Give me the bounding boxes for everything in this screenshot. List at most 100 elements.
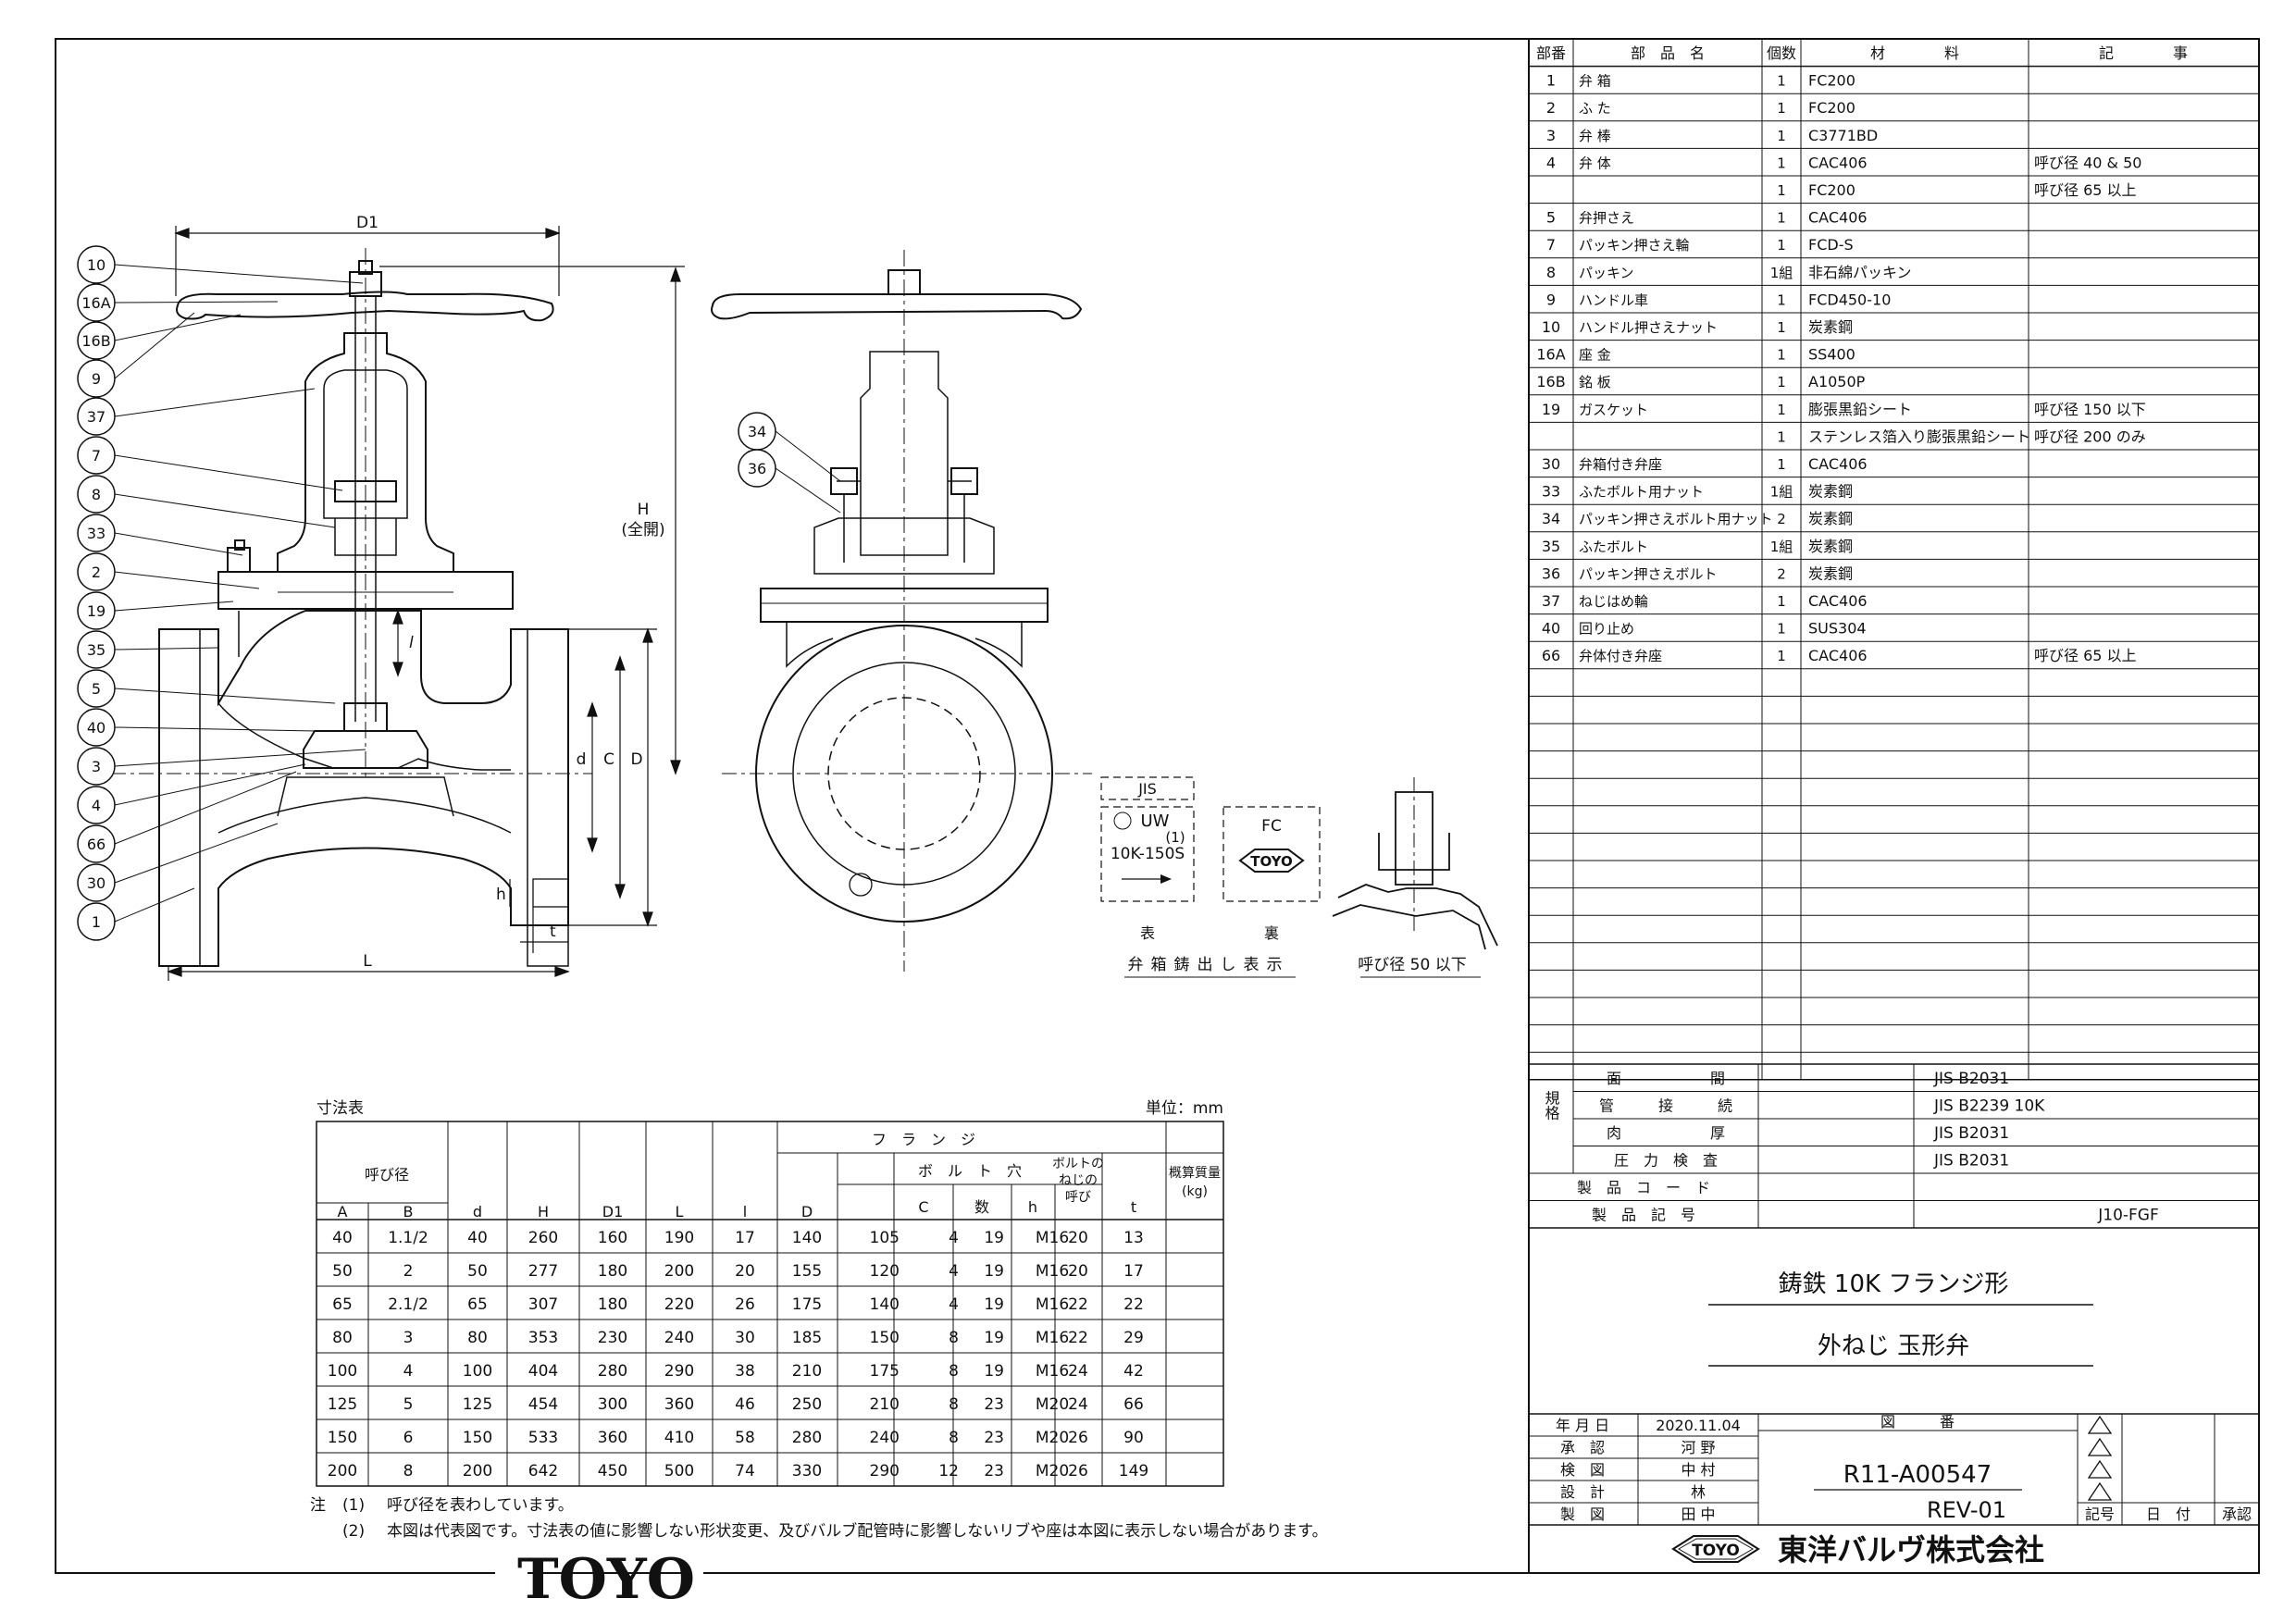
- dim-cell: 149: [1119, 1462, 1148, 1481]
- part-material: FC200: [1808, 99, 1855, 117]
- dim-cell: 19: [984, 1295, 1004, 1314]
- part-balloon-label: 4: [92, 797, 101, 814]
- part-balloon: 19: [77, 591, 234, 630]
- part-qty: 2: [1777, 565, 1786, 582]
- dim-cell: M16: [1036, 1362, 1069, 1381]
- product-title-1: 鋳鉄 10K フランジ形: [1779, 1270, 2009, 1298]
- dim-table-header: d: [473, 1203, 482, 1220]
- dim-cell: 290: [870, 1462, 900, 1481]
- part-balloon: 35: [77, 630, 219, 669]
- part-balloon: 4: [77, 763, 306, 824]
- part-balloon-label: 40: [87, 719, 105, 737]
- part-qty: 1組: [1770, 265, 1793, 281]
- part-material: SUS304: [1808, 620, 1867, 638]
- cast-marking-front: JIS UW (1) 10K-150S 表: [1100, 776, 1195, 942]
- cast-mark-uw: UW: [1141, 812, 1170, 831]
- part-no: 16B: [1536, 373, 1565, 390]
- part-qty: 1: [1777, 73, 1786, 90]
- dim-cell: 277: [528, 1262, 558, 1281]
- part-name: 銘 板: [1579, 374, 1611, 390]
- dim-cell: 19: [984, 1262, 1004, 1281]
- dim-D: D: [630, 750, 642, 769]
- draft-name: 田 中: [1681, 1505, 1715, 1523]
- part-name: パッキン押さえボルト: [1579, 565, 1718, 582]
- dim-cell: 200: [328, 1462, 357, 1481]
- part-balloon: 66: [77, 771, 297, 863]
- dim-cell: M20: [1036, 1395, 1069, 1414]
- dim-cell: 30: [735, 1329, 755, 1347]
- part-material: 炭素鋼: [1808, 538, 1853, 555]
- part-balloon: 10: [77, 245, 364, 284]
- dim-cell: 2.1/2: [388, 1295, 428, 1314]
- parts-header-qty: 個数: [1767, 44, 1796, 62]
- dim-table-header: l: [743, 1203, 747, 1220]
- section-dimensions: [167, 226, 685, 981]
- part-balloon-label: 19: [87, 602, 105, 620]
- dim-cell: 19: [984, 1229, 1004, 1247]
- product-title-block: 鋳鉄 10K フランジ形 外ねじ 玉形弁: [1708, 1270, 2093, 1367]
- dim-table-header: L: [676, 1203, 684, 1220]
- part-name: ガスケット: [1579, 402, 1648, 418]
- approve-name: 河 野: [1681, 1439, 1715, 1456]
- note-2: 本図は代表図です。寸法表の値に影響しない形状変更、及びバルブ配管時に影響しないリ…: [387, 1521, 1328, 1541]
- detail-view: [1332, 777, 1498, 950]
- dim-cell: 19: [984, 1362, 1004, 1381]
- parts-header-name: 部 品 名: [1631, 44, 1705, 62]
- dim-cell: M20: [1036, 1429, 1069, 1447]
- part-material: ステンレス箔入り膨張黒鉛シート: [1808, 427, 2030, 445]
- dim-cell: 155: [792, 1262, 822, 1281]
- cast-marking-back: FC TOYO 裏: [1222, 806, 1321, 942]
- part-qty: 1組: [1770, 484, 1793, 501]
- parts-header-no: 部番: [1536, 44, 1566, 62]
- standard-label: 面 間: [1607, 1070, 1725, 1087]
- part-balloon: 2: [77, 552, 260, 591]
- part-material: 炭素鋼: [1808, 318, 1853, 336]
- part-name: 弁押さえ: [1579, 210, 1634, 227]
- part-no: 9: [1546, 291, 1556, 308]
- dim-table-header-mass: 概算質量(kg): [1169, 1166, 1221, 1199]
- part-qty: 1: [1777, 182, 1786, 199]
- part-name: パッキン押さえ輪: [1579, 237, 1690, 254]
- toyo-big-logo-text: TOYO: [517, 1547, 695, 1612]
- part-no: 37: [1542, 592, 1560, 610]
- dim-cell: 360: [664, 1395, 694, 1414]
- bonnet-flange: [217, 571, 514, 610]
- part-material: CAC406: [1808, 592, 1868, 610]
- part-remarks: 呼び径 40 & 50: [2034, 154, 2141, 171]
- part-no: 7: [1546, 236, 1556, 254]
- part-balloon: 36: [738, 449, 841, 514]
- dim-cell: 6: [403, 1429, 414, 1447]
- note-1: 呼び径を表わしています。: [387, 1496, 574, 1515]
- dim-cell: 220: [664, 1295, 694, 1314]
- dim-cell: 38: [735, 1362, 755, 1381]
- cast-marking-caption: 弁箱鋳出し表示: [1128, 956, 1290, 974]
- dim-cell: 80: [467, 1329, 488, 1347]
- part-material: SS400: [1808, 346, 1855, 364]
- detail-caption: 呼び径 50 以下: [1358, 956, 1466, 974]
- part-name: 座 金: [1579, 347, 1611, 364]
- part-material: CAC406: [1808, 209, 1868, 227]
- section-dimension-labels: D1 H (全開) D C d L l h t: [356, 214, 665, 971]
- dim-cell: 74: [735, 1462, 755, 1481]
- company-logo: TOYO: [1671, 1535, 1760, 1563]
- drawing-number: R11-A00547: [1843, 1461, 1992, 1489]
- part-no: 40: [1542, 620, 1560, 638]
- part-qty: 1: [1777, 621, 1786, 638]
- part-no: 19: [1542, 401, 1560, 418]
- dim-table-header: D: [801, 1203, 813, 1220]
- dim-cell: 180: [598, 1262, 627, 1281]
- revision: REV-01: [1927, 1497, 2006, 1523]
- dim-cell: 100: [328, 1362, 357, 1381]
